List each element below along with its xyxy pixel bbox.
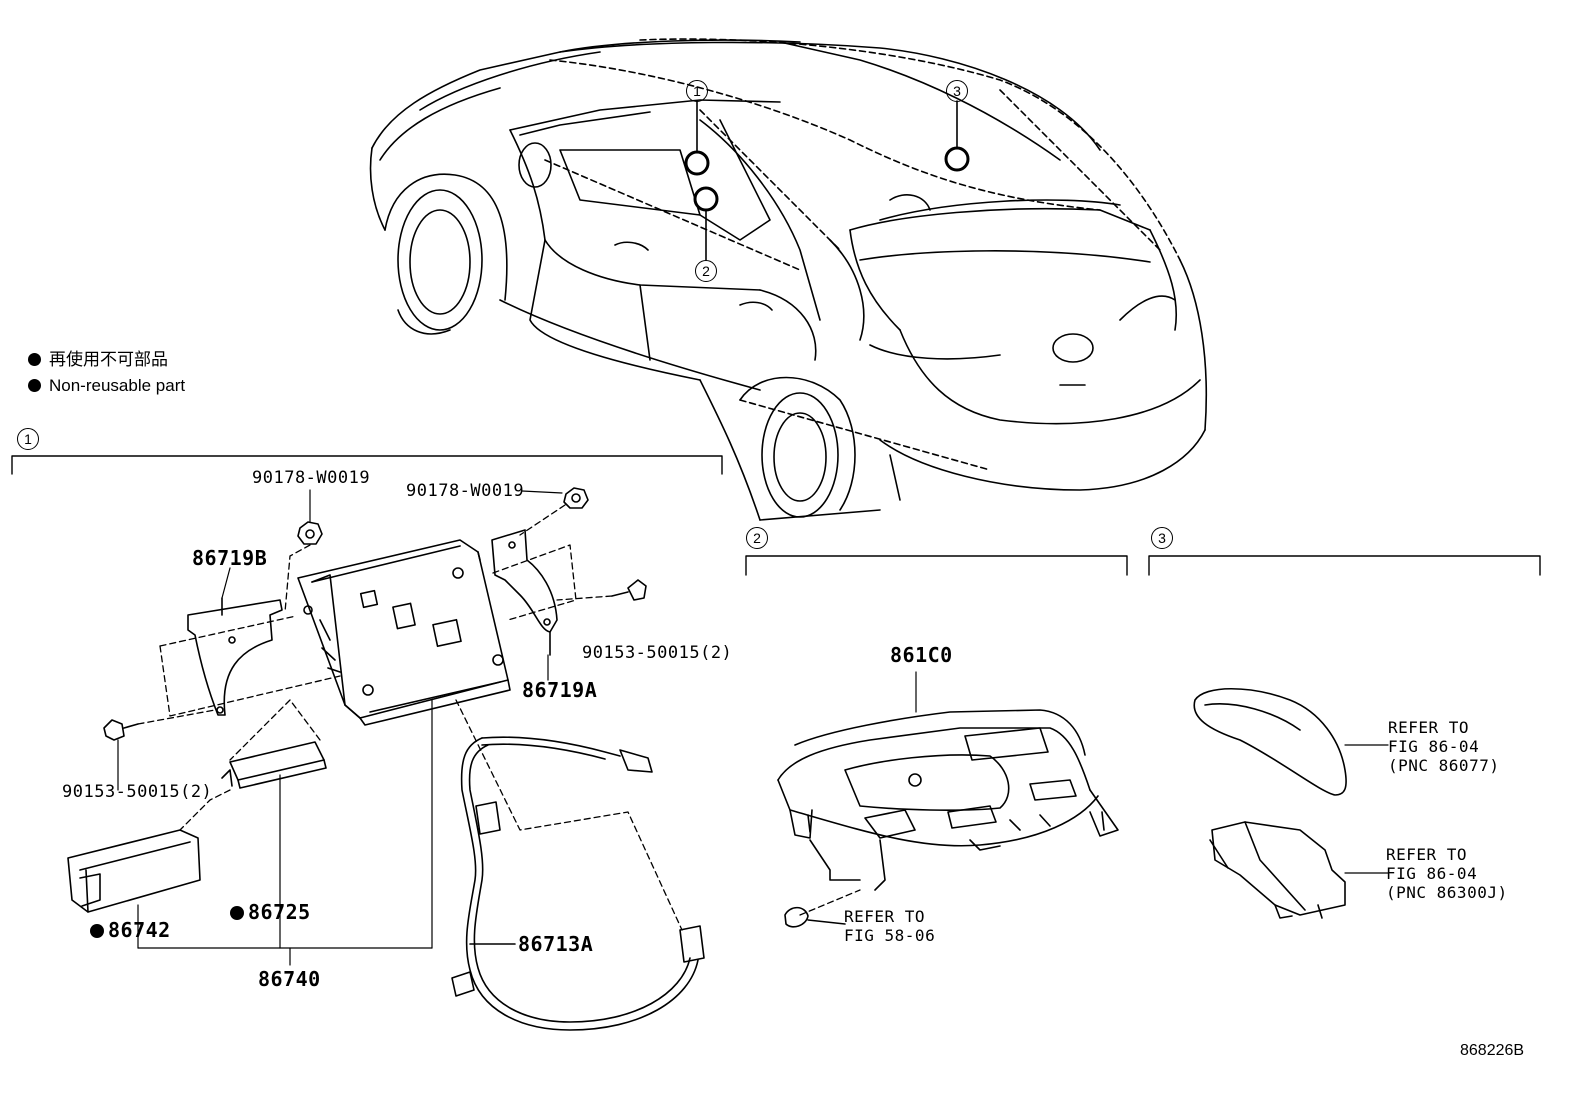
refer-fig-86-04-pnc-86300j: REFER TO FIG 86-04 (PNC 86300J) <box>1386 845 1508 902</box>
overhead-console-861C0 <box>777 709 1119 891</box>
legend-en-text: Non-reusable part <box>49 376 186 395</box>
section-1-components <box>67 487 705 1031</box>
part-86713A: 86713A <box>518 932 594 956</box>
cable-86713A <box>451 736 705 1031</box>
assembly-lines-2 <box>799 889 861 916</box>
legend-jp-text: 再使用不可部品 <box>49 350 168 369</box>
bolt-90153-left <box>103 719 139 741</box>
part-86719B: 86719B <box>192 546 268 570</box>
assembly-lines-1 <box>137 504 683 931</box>
part-90153-50015-right: 90153-50015(2) <box>582 643 733 663</box>
part-861C0: 861C0 <box>890 643 953 667</box>
part-90153-50015-left: 90153-50015(2) <box>62 782 213 802</box>
module-86742 <box>67 829 201 913</box>
bolt-90153-right <box>611 579 647 601</box>
non-reusable-dot-icon <box>90 924 104 938</box>
section-1-number: 1 <box>17 428 39 450</box>
bracket-86719A <box>491 529 558 656</box>
section-2-number: 2 <box>746 527 768 549</box>
section-2-components <box>777 671 1119 928</box>
car-callout-leaders <box>684 100 970 261</box>
section-brackets <box>11 455 1541 576</box>
part-86740: 86740 <box>258 967 321 991</box>
part-86742-text: 86742 <box>108 918 171 942</box>
refer-fig-86-04-pnc-86077: REFER TO FIG 86-04 (PNC 86077) <box>1388 718 1500 775</box>
diagram-id: 868226B <box>1460 1042 1525 1059</box>
callout-1: 1 <box>686 80 708 102</box>
refer-fig-58-06: REFER TO FIG 58-06 <box>844 907 936 945</box>
part-86725-text: 86725 <box>248 900 311 924</box>
section-3-components <box>1193 688 1389 919</box>
bracket-86719B <box>187 597 283 716</box>
module-86725 <box>221 741 327 789</box>
legend-jp: 再使用不可部品 <box>28 351 168 368</box>
part-90178-w0019-b: 90178-W0019 <box>406 481 525 501</box>
non-reusable-dot-icon <box>28 379 41 392</box>
section-3-number: 3 <box>1151 527 1173 549</box>
clip-58-06 <box>784 906 846 928</box>
part-86719A: 86719A <box>522 678 598 702</box>
telematics-ecu <box>297 539 511 726</box>
leaders-1 <box>117 489 563 966</box>
antenna-cover <box>1193 688 1347 796</box>
nut-90178-a <box>297 521 323 545</box>
part-90178-w0019-a: 90178-W0019 <box>252 468 371 488</box>
callout-3: 3 <box>946 80 968 102</box>
legend-en: Non-reusable part <box>28 377 185 394</box>
nut-90178-b <box>563 487 589 509</box>
non-reusable-dot-icon <box>28 353 41 366</box>
vehicle-illustration <box>369 38 1208 521</box>
callout-2: 2 <box>695 260 717 282</box>
non-reusable-dot-icon <box>230 906 244 920</box>
part-86742: 86742 <box>90 920 171 940</box>
antenna-base <box>1209 821 1346 919</box>
part-86725: 86725 <box>230 902 311 922</box>
